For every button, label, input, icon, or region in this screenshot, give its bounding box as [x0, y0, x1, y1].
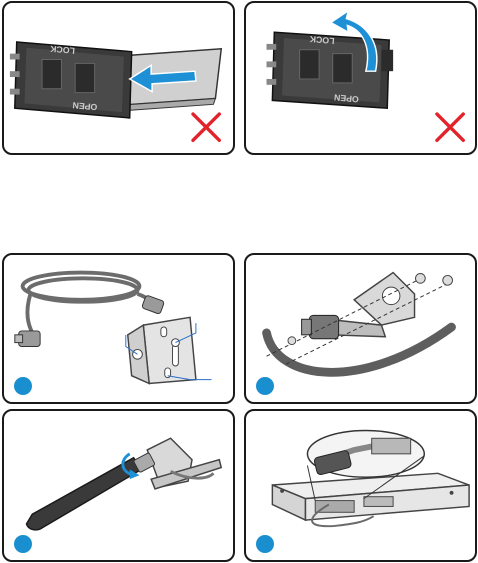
coiled-cable	[23, 273, 152, 333]
panel-step-3	[2, 409, 235, 562]
step-dot-icon	[14, 377, 32, 395]
cross-icon	[193, 114, 219, 140]
step-dot-icon	[256, 377, 274, 395]
device-chassis	[272, 473, 469, 520]
panel-wrong-insert: LOCK OPEN	[2, 1, 235, 155]
sim-tray-insert-illustration: LOCK OPEN	[4, 3, 233, 153]
cable-connector-left	[15, 331, 40, 347]
mounting-bracket	[128, 317, 196, 383]
sim-tray-lift-illustration: LOCK OPEN	[246, 3, 475, 153]
panel-wrong-lift: LOCK OPEN	[244, 1, 477, 155]
bracket-screw-illustration	[246, 255, 475, 402]
step-dot-icon	[256, 535, 274, 553]
cable-connector-right	[142, 295, 165, 314]
cross-icon	[437, 114, 463, 140]
antenna	[26, 452, 155, 529]
antenna-attach-illustration	[4, 411, 233, 560]
panel-step-2	[244, 253, 477, 404]
panel-step-4	[244, 409, 477, 562]
cable-connector	[302, 315, 339, 338]
open-label: OPEN	[334, 92, 360, 104]
device-connect-illustration	[246, 411, 475, 560]
step-dot-icon	[14, 535, 32, 553]
antenna-parts-illustration	[4, 255, 233, 402]
open-label: OPEN	[72, 100, 98, 112]
lock-label: LOCK	[49, 44, 75, 56]
panel-step-1	[2, 253, 235, 404]
mounting-bracket	[147, 438, 221, 489]
mounting-bracket	[327, 273, 415, 337]
